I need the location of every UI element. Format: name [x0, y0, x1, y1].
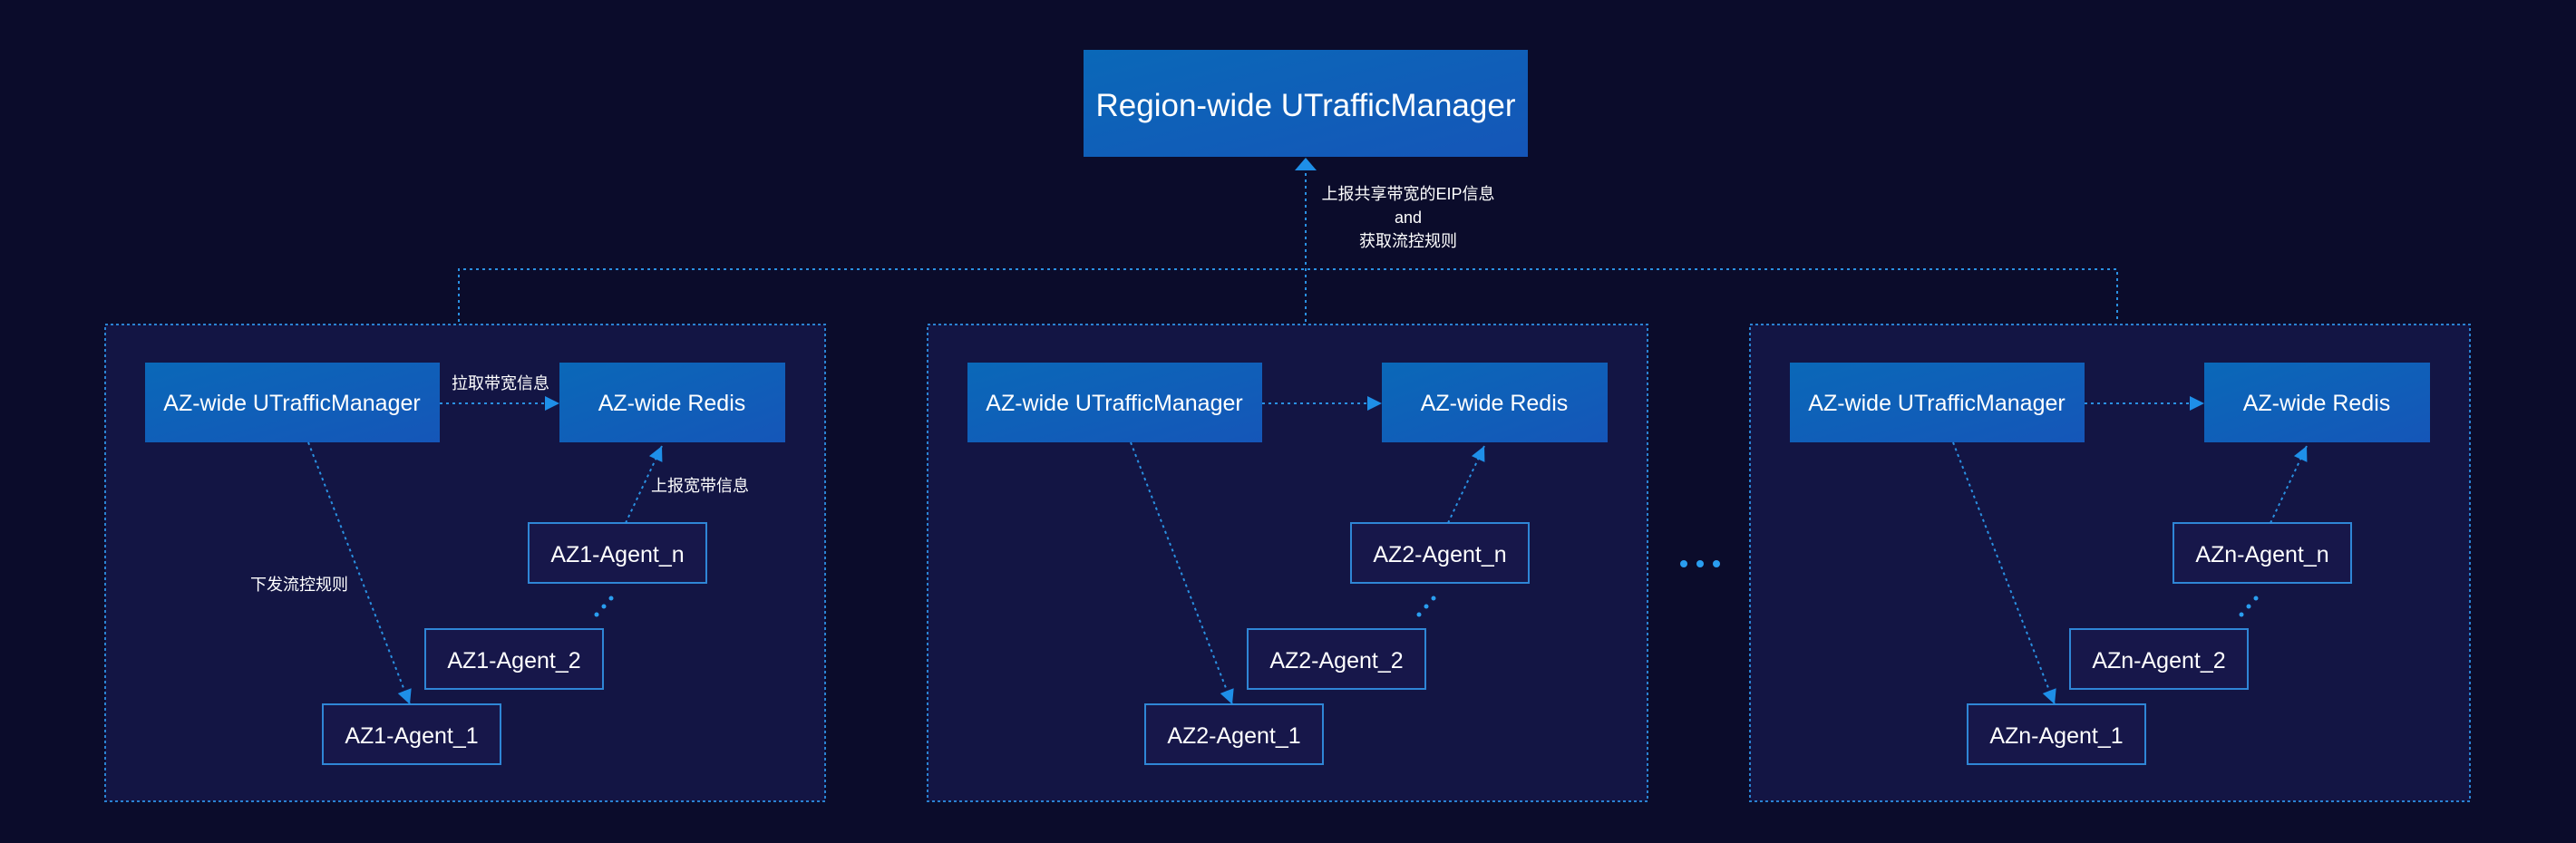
pull-label: 拉取带宽信息 — [452, 374, 549, 392]
dispatch-arrow-icon — [2042, 688, 2056, 704]
region-report-line1: 上报共享带宽的EIP信息 — [1321, 185, 1494, 203]
region-arrow-icon — [1295, 158, 1317, 170]
az-manager-label: AZ-wide UTrafficManager — [986, 391, 1242, 416]
agent-n-label: AZ1-Agent_n — [550, 542, 684, 567]
region-report-labels: 上报共享带宽的EIP信息 and 获取流控规则 — [1321, 185, 1494, 250]
az-manager-label: AZ-wide UTrafficManager — [1808, 391, 2065, 416]
region-manager-node: Region-wide UTrafficManager — [1084, 50, 1528, 157]
dispatch-arrow-icon — [397, 688, 412, 704]
az-redis-label: AZ-wide Redis — [598, 391, 746, 416]
agent-n-node: AZ1-Agent_n — [528, 522, 707, 584]
agent-n-node: AZn-Agent_n — [2173, 522, 2352, 584]
agent-1-node: AZ1-Agent_1 — [322, 703, 501, 765]
agent-n-node: AZ2-Agent_n — [1350, 522, 1530, 584]
pull-arrow-icon — [1367, 396, 1382, 411]
region-manager-label: Region-wide UTrafficManager — [1096, 88, 1516, 123]
report-label: 上报宽带信息 — [651, 477, 749, 495]
agent-1-label: AZ1-Agent_1 — [345, 723, 478, 749]
az-redis-node: AZ-wide Redis — [2204, 363, 2430, 442]
az-manager-node: AZ-wide UTrafficManager — [1790, 363, 2085, 442]
region-report-line3: 获取流控规则 — [1359, 232, 1457, 250]
az-manager-node: AZ-wide UTrafficManager — [145, 363, 440, 442]
agent-1-node: AZ2-Agent_1 — [1144, 703, 1324, 765]
agent-2-node: AZ2-Agent_2 — [1247, 628, 1426, 690]
az-redis-node: AZ-wide Redis — [559, 363, 785, 442]
report-arrow-icon — [1471, 446, 1485, 462]
agent-n-label: AZn-Agent_n — [2195, 542, 2328, 567]
more-zones-ellipsis — [1680, 560, 1720, 567]
agent-1-node: AZn-Agent_1 — [1967, 703, 2146, 765]
dispatch-label: 下发流控规则 — [250, 576, 348, 594]
agent-2-label: AZ1-Agent_2 — [447, 648, 580, 673]
agent-2-node: AZ1-Agent_2 — [424, 628, 604, 690]
agent-1-label: AZ2-Agent_1 — [1167, 723, 1300, 749]
agent-1-label: AZn-Agent_1 — [1989, 723, 2123, 749]
az-redis-label: AZ-wide Redis — [1421, 391, 1569, 416]
availability-zone-3: AZ-wide UTrafficManager AZ-wide RedisAZn-… — [1749, 324, 2471, 802]
agent-2-node: AZn-Agent_2 — [2069, 628, 2249, 690]
az-redis-label: AZ-wide Redis — [2243, 391, 2391, 416]
az-redis-node: AZ-wide Redis — [1382, 363, 1608, 442]
pull-arrow-icon — [2190, 396, 2204, 411]
report-arrow-icon — [2293, 446, 2308, 462]
agent-ellipsis — [594, 596, 614, 617]
dispatch-arrow-icon — [1220, 688, 1234, 704]
zones-layer: AZ-wide UTrafficManager AZ-wide RedisAZ1-… — [104, 324, 2471, 802]
report-arrow-icon — [648, 446, 663, 462]
agent-ellipsis — [2239, 596, 2259, 617]
region-report-line2: and — [1395, 208, 1422, 227]
region-bus-connector — [458, 158, 2118, 322]
availability-zone-1: AZ-wide UTrafficManager AZ-wide RedisAZ1-… — [104, 324, 826, 802]
pull-arrow-icon — [545, 396, 559, 411]
agent-2-label: AZ2-Agent_2 — [1269, 648, 1403, 673]
availability-zone-2: AZ-wide UTrafficManager AZ-wide RedisAZ2-… — [927, 324, 1648, 802]
az-manager-node: AZ-wide UTrafficManager — [967, 363, 1262, 442]
az-manager-label: AZ-wide UTrafficManager — [163, 391, 420, 416]
agent-ellipsis — [1416, 596, 1436, 617]
agent-2-label: AZn-Agent_2 — [2092, 648, 2225, 673]
agent-n-label: AZ2-Agent_n — [1373, 542, 1506, 567]
